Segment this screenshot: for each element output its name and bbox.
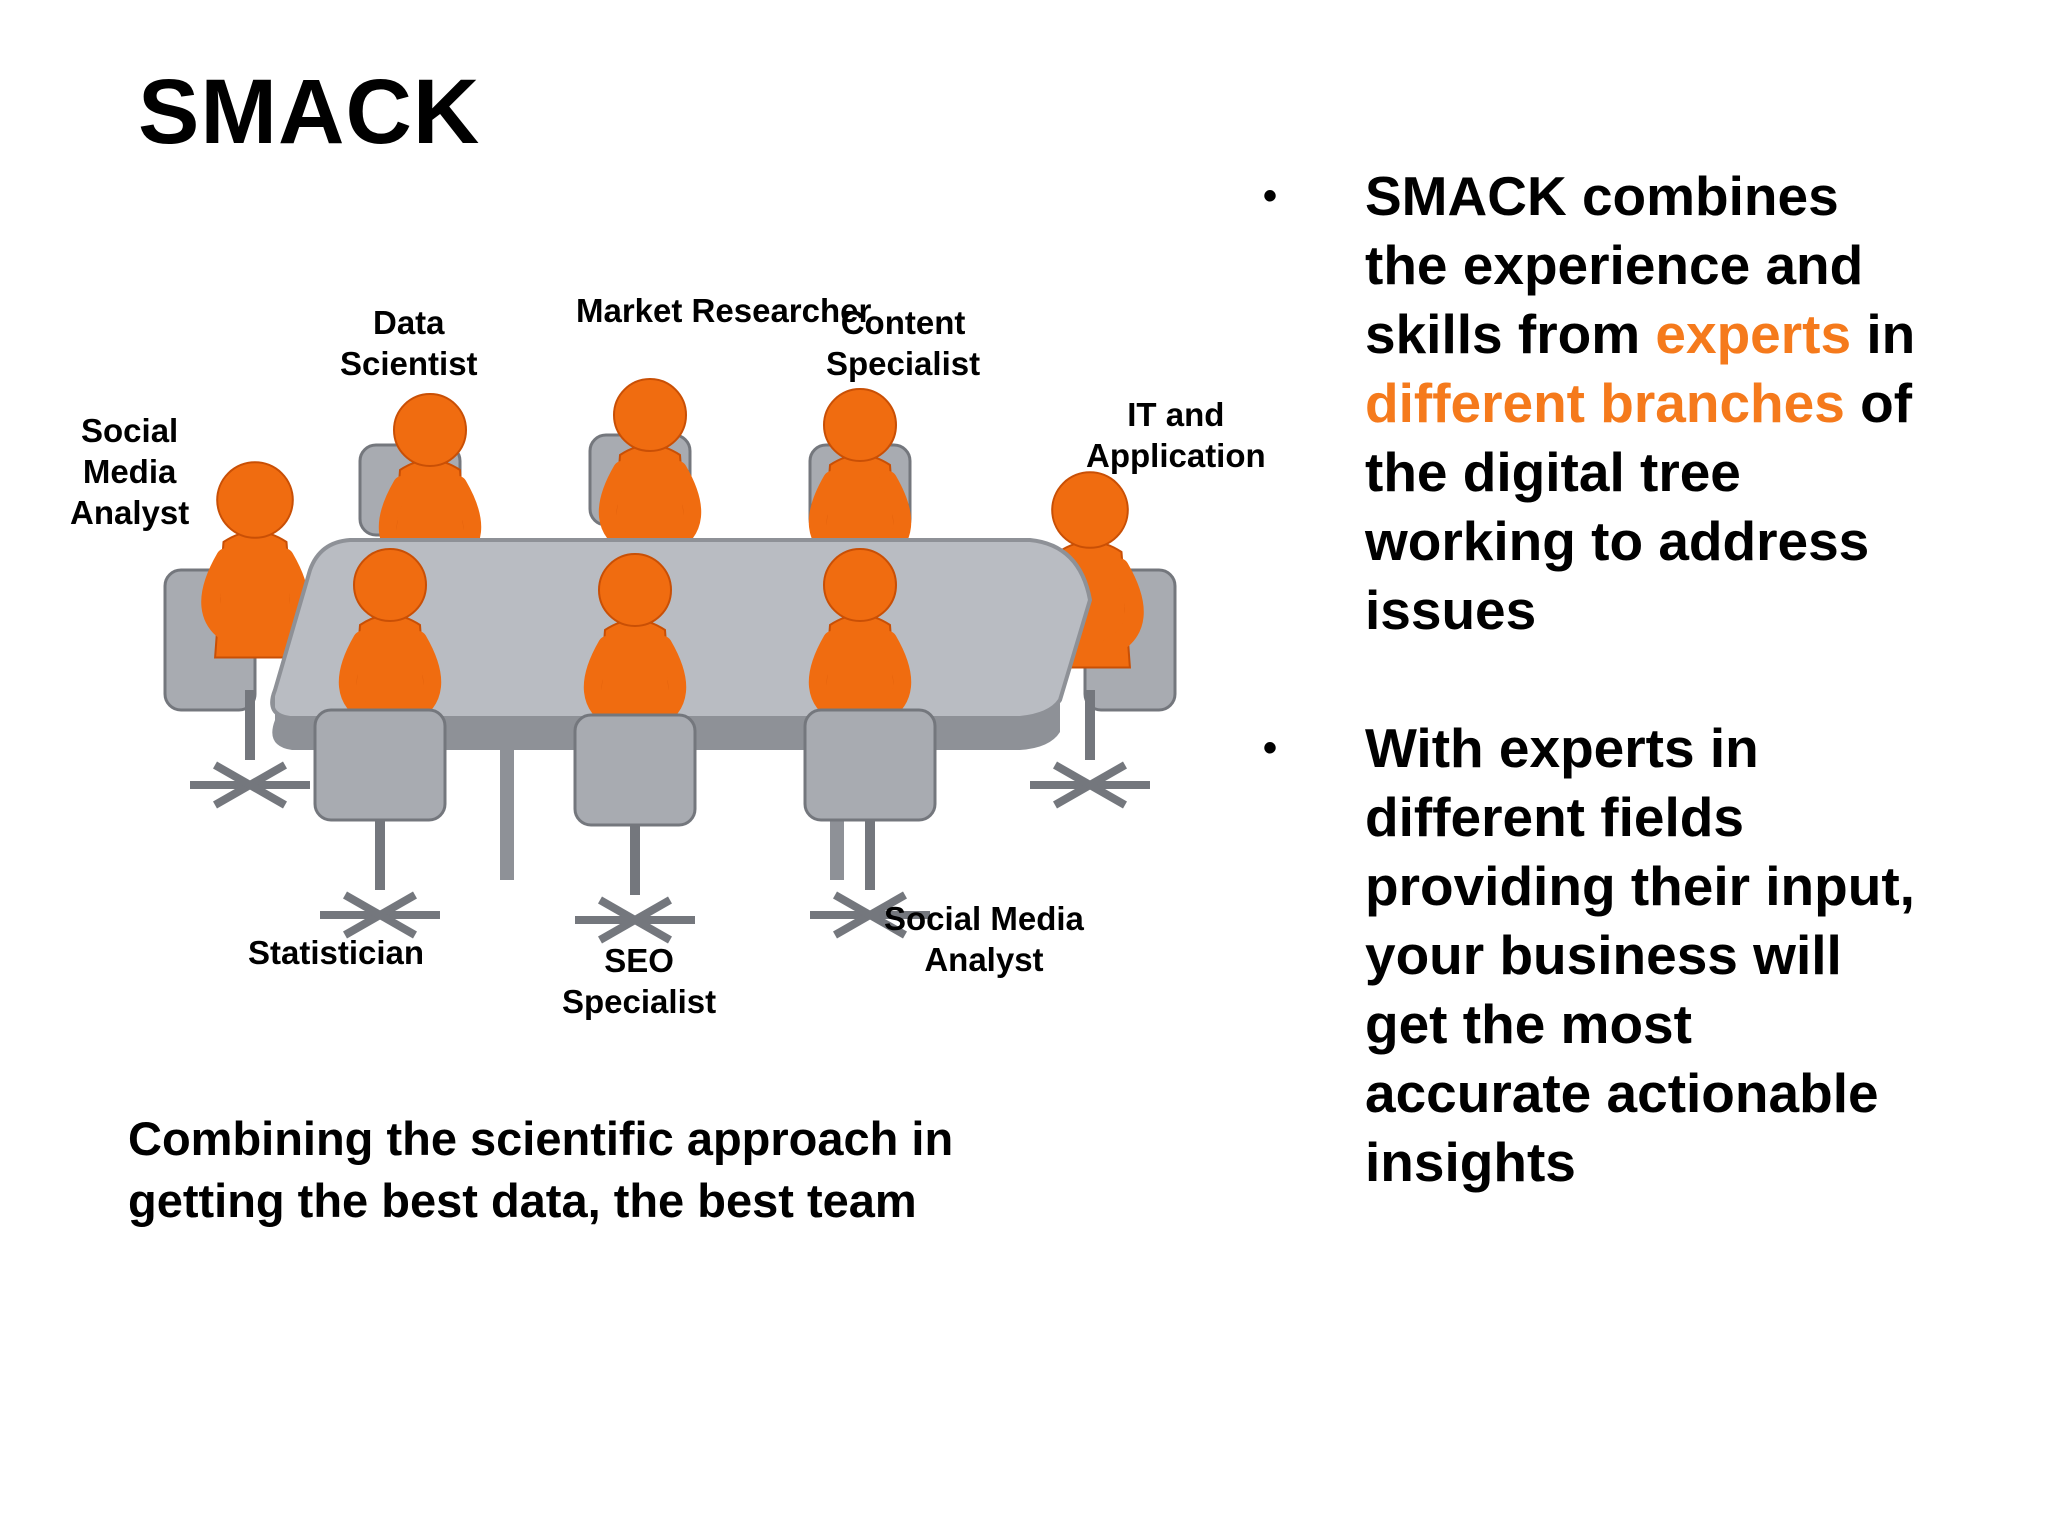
bullet-line: issues bbox=[1365, 576, 2035, 645]
bullet-line-text: insights bbox=[1365, 1131, 1576, 1193]
person-social-media-analyst-left-head bbox=[216, 461, 294, 539]
chair-front bbox=[313, 708, 447, 822]
bullet-line-text: in bbox=[1851, 303, 1916, 365]
chair-front bbox=[573, 713, 697, 827]
role-label-line: Social bbox=[81, 412, 179, 449]
bullet-line-text: SMACK combines bbox=[1365, 165, 1839, 227]
role-label-line: Content bbox=[840, 304, 966, 341]
bullet-line: get the most bbox=[1365, 990, 2035, 1059]
role-label-line: Social Media bbox=[884, 900, 1084, 937]
bullet-line: different fields bbox=[1365, 783, 2035, 852]
role-label-seo-specialist: SEO Specialist bbox=[562, 940, 716, 1022]
bullet-line-text: With experts in bbox=[1365, 717, 1759, 779]
chair-front-base-leg bbox=[343, 891, 417, 939]
bullet-accent-text: different branches bbox=[1365, 372, 1845, 434]
slide-title: SMACK bbox=[138, 61, 481, 163]
caption-line-2: getting the best data, the best team bbox=[128, 1174, 917, 1227]
role-label-line: Specialist bbox=[826, 345, 981, 382]
bullet-line-text: get the most bbox=[1365, 993, 1692, 1055]
role-label-line: Analyst bbox=[70, 494, 190, 531]
bullet-line: working to address bbox=[1365, 507, 2035, 576]
bullet-line-text: of bbox=[1844, 372, 1913, 434]
bullet-line: SMACK combines bbox=[1365, 162, 2035, 231]
role-label-line: Data bbox=[373, 304, 445, 341]
bullet-line: skills from experts in bbox=[1365, 300, 2035, 369]
role-label-line: Statistician bbox=[248, 934, 425, 971]
conference-table-leg bbox=[500, 750, 514, 880]
chair-side-right-base-leg bbox=[1053, 761, 1127, 809]
chair-side-left-base-leg bbox=[213, 761, 287, 809]
bullet-line-text: issues bbox=[1365, 579, 1537, 641]
bullet-line: different branches of bbox=[1365, 369, 2035, 438]
bullet-item-2: • With experts in different fields providi… bbox=[1255, 714, 2035, 1197]
bullet-line-text: accurate actionable bbox=[1365, 1062, 1879, 1124]
meeting-team-illustration bbox=[60, 270, 1280, 1030]
bullet-line-text: your business will bbox=[1365, 924, 1842, 986]
role-label-line: Application bbox=[1086, 437, 1266, 474]
bullet-line: the digital tree bbox=[1365, 438, 2035, 507]
bullet-line: the experience and bbox=[1365, 231, 2035, 300]
person-social-media-analyst-left-arm-left bbox=[201, 548, 244, 646]
role-label-social-media-analyst-left: Social Media Analyst bbox=[70, 410, 189, 533]
bullet-line-text: working to address bbox=[1365, 510, 1870, 572]
person-it-application-head bbox=[1051, 471, 1129, 549]
person-data-scientist-head bbox=[393, 393, 467, 467]
role-label-line: SEO bbox=[604, 942, 674, 979]
bullet-line: accurate actionable bbox=[1365, 1059, 2035, 1128]
person-social-media-analyst-right-head bbox=[823, 548, 897, 622]
role-label-line: Media bbox=[82, 453, 177, 490]
bullet-dot-icon: • bbox=[1263, 174, 1278, 218]
role-label-line: Scientist bbox=[340, 345, 478, 382]
meeting-scene-svg bbox=[163, 378, 1177, 944]
role-label-statistician: Statistician bbox=[248, 932, 424, 973]
bullet-dot-icon: • bbox=[1263, 726, 1278, 770]
person-content-specialist-head bbox=[823, 388, 897, 462]
person-market-researcher-head bbox=[613, 378, 687, 452]
role-label-line: Analyst bbox=[924, 941, 1044, 978]
person-statistician-head bbox=[353, 548, 427, 622]
chair-front-base-leg bbox=[598, 896, 672, 944]
bullet-line: insights bbox=[1365, 1128, 2035, 1197]
bullet-line-text: the digital tree bbox=[1365, 441, 1741, 503]
role-label-line: Specialist bbox=[562, 983, 717, 1020]
slide-caption: Combining the scientific approach in get… bbox=[128, 1108, 1108, 1232]
role-label-line: Market Researcher bbox=[576, 292, 872, 329]
role-label-data-scientist: Data Scientist bbox=[340, 302, 478, 384]
bullet-line: your business will bbox=[1365, 921, 2035, 990]
role-label-it-and-application: IT and Application bbox=[1086, 394, 1266, 476]
bullet-line: providing their input, bbox=[1365, 852, 2035, 921]
bullet-text: With experts in different fields providing… bbox=[1365, 714, 2035, 1197]
person-it-application-arm-right bbox=[1101, 558, 1144, 656]
bullet-line-text: providing their input, bbox=[1365, 855, 1915, 917]
chair-front bbox=[803, 708, 937, 822]
caption-line-1: Combining the scientific approach in bbox=[128, 1112, 954, 1165]
bullet-line: With experts in bbox=[1365, 714, 2035, 783]
role-label-market-researcher: Market Researcher bbox=[576, 290, 871, 331]
role-label-line: IT and bbox=[1127, 396, 1225, 433]
bullet-line-text: skills from bbox=[1365, 303, 1656, 365]
person-seo-specialist-head bbox=[598, 553, 672, 627]
bullet-line-text: the experience and bbox=[1365, 234, 1864, 296]
chair-front-base-leg bbox=[833, 891, 907, 939]
bullet-accent-text: experts bbox=[1655, 303, 1852, 365]
role-label-content-specialist: Content Specialist bbox=[826, 302, 980, 384]
bullet-line-text: different fields bbox=[1365, 786, 1744, 848]
role-label-social-media-analyst-right: Social Media Analyst bbox=[884, 898, 1084, 980]
